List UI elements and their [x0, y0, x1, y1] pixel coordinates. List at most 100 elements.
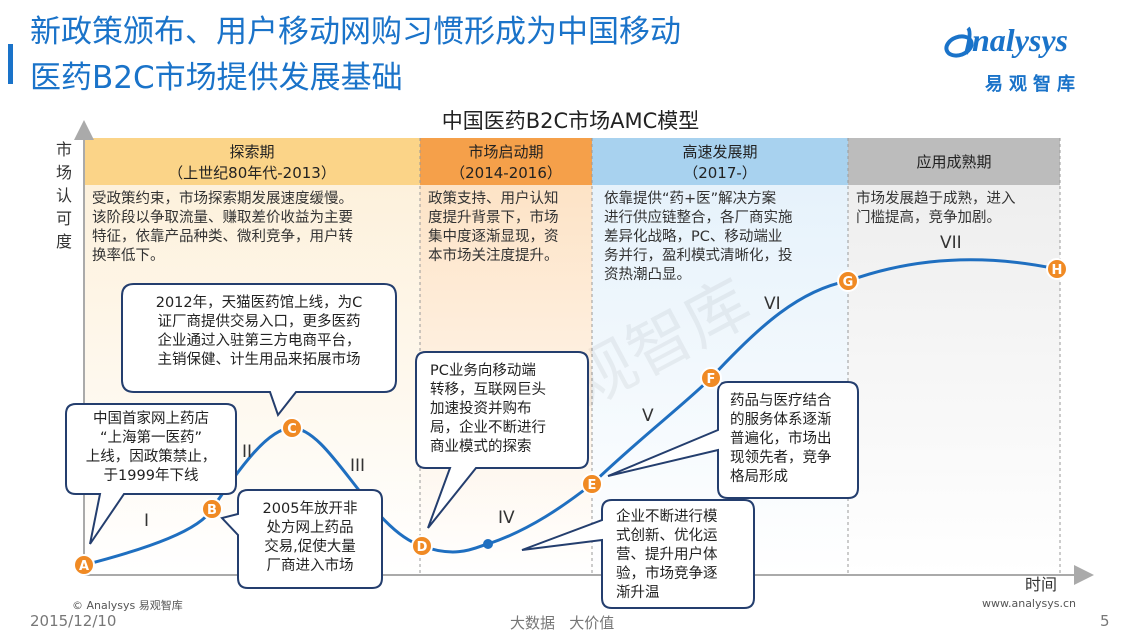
point-g-label: G: [843, 275, 854, 290]
logo-wordmark: nalysys: [972, 22, 1068, 58]
point-e-marker: [581, 473, 603, 495]
phase-header-mature: 应用成熟期: [848, 138, 1060, 185]
footer-website: www.analysys.cn: [982, 597, 1076, 610]
callout-line: 渐升温: [616, 585, 660, 601]
phase-header-bg-1: [420, 138, 592, 185]
y-axis-label: 市场认可度: [55, 140, 72, 251]
analysys-logo-icon: [944, 26, 974, 58]
point-d-marker: [411, 535, 433, 557]
point-b-marker: [201, 498, 223, 520]
curve-trough-marker: [483, 539, 493, 549]
point-d-label: D: [417, 540, 428, 555]
stage-numeral-2: II: [242, 442, 253, 462]
desc-line: 受政策约束，市场探索期发展速度缓慢。: [92, 191, 353, 207]
callout-line: 交易,促使大量: [264, 539, 356, 555]
callout-line: 药品与医疗结合: [730, 393, 832, 409]
callout-shanghai: 中国首家网上药店 “上海第一医药” 上线，因政策禁止， 于1999年下线: [68, 410, 234, 486]
callout-line: 营、提升用户体: [616, 547, 718, 563]
point-h-label: H: [1052, 263, 1063, 278]
stage-numeral-6: VI: [764, 294, 781, 314]
phase-name: 应用成熟期: [916, 153, 992, 171]
callout-line: 主销保健、计生用品来拓展市场: [157, 352, 361, 368]
desc-line: 特征，依靠产品种类、微利竞争，用户转: [92, 229, 353, 245]
phase-period: （2017-）: [683, 164, 757, 182]
desc-line: 度提升背景下，市场: [428, 210, 559, 226]
phase-header-growth: 高速发展期 （2017-）: [592, 138, 848, 185]
callout-bubble-integration: [607, 381, 859, 499]
callout-line: 式创新、优化运: [616, 528, 718, 544]
point-c-marker: [281, 417, 303, 439]
curve-points: [73, 258, 1068, 576]
phase-desc-growth: 依靠提供“药+医”解决方案 进行供应链整合，各厂商实施 差异化战略，PC、移动端…: [604, 190, 846, 285]
phase-header-exploration: 探索期 （上世纪80年代-2013）: [84, 138, 420, 185]
callout-line: 格局形成: [730, 469, 788, 485]
point-e-label: E: [588, 478, 597, 493]
callout-2005: 2005年放开非 处方网上药品 交易,促使大量 厂商进入市场: [240, 500, 380, 576]
title-accent-bar: [8, 44, 13, 84]
phase-desc-startup: 政策支持、用户认知 度提升背景下，市场 集中度逐渐显现，资 本市场关注度提升。: [428, 190, 590, 266]
callout-line: 现领先者，竞争: [730, 450, 832, 466]
point-a-marker: [73, 554, 95, 576]
desc-line: 集中度逐渐显现，资: [428, 229, 559, 245]
logo-chinese-name: 易观智库: [985, 74, 1081, 95]
callout-line: 局，企业不断进行: [430, 420, 546, 436]
callout-bubble-tianmao: [121, 283, 397, 418]
slide-title-line-1: 新政策颁布、用户移动网购习惯形成为中国移动: [30, 14, 681, 50]
desc-line: 市场发展趋于成熟，进入: [856, 191, 1016, 207]
point-f-label: F: [707, 372, 716, 387]
footer-slogan: 大数据 大价值: [510, 614, 615, 632]
phase-header-startup: 市场启动期 （2014-2016）: [420, 138, 592, 185]
footer-copyright: © Analysys 易观智库: [72, 599, 183, 612]
stage-numeral-7: VII: [940, 233, 962, 253]
stage-numeral-5: V: [642, 406, 654, 426]
phase-header-bg-0: [84, 138, 420, 185]
footer-date: 2015/12/10: [30, 612, 117, 630]
callout-line: 的服务体系逐渐: [730, 412, 832, 428]
callout-line: 处方网上药品: [266, 520, 354, 536]
diagram-title: 中国医药B2C市场AMC模型: [441, 109, 700, 133]
x-axis-label: 时间: [1025, 575, 1058, 594]
callout-line: 厂商进入市场: [266, 558, 354, 574]
phase-period: （上世纪80年代-2013）: [168, 164, 336, 182]
desc-line: 依靠提供“药+医”解决方案: [604, 191, 777, 207]
point-a-label: A: [79, 559, 89, 574]
callout-bubble-pc-mobile: [415, 351, 589, 529]
callout-line: 转移，互联网巨头: [430, 382, 546, 398]
callout-integration: 药品与医疗结合 的服务体系逐渐 普遍化，市场出 现领先者，竞争 格局形成: [720, 392, 856, 487]
stage-numeral-3: III: [350, 456, 366, 476]
callout-line: 于1999年下线: [103, 468, 199, 484]
callout-line: 企业不断进行模: [616, 509, 718, 525]
callout-line: 证厂商提供交易入口，更多医药: [157, 314, 361, 330]
stage-numeral-4: IV: [498, 508, 515, 528]
callout-line: 2012年，天猫医药馆上线，为C: [155, 295, 363, 311]
point-g-marker: [837, 270, 859, 292]
callout-line: 中国首家网上药店: [93, 411, 209, 427]
callout-line: PC业务向移动端: [430, 363, 536, 379]
desc-line: 门槛提高，竞争加剧。: [856, 210, 1001, 226]
phase-desc-mature: 市场发展趋于成熟，进入 门槛提高，竞争加剧。: [856, 190, 1058, 228]
callout-line: “上海第一医药”: [99, 430, 203, 446]
amc-curve: [83, 258, 1058, 567]
callout-line: 企业通过入驻第三方电商平台，: [157, 333, 361, 349]
desc-line: 换率低下。: [92, 248, 165, 264]
desc-line: 本市场关注度提升。: [428, 248, 559, 264]
slide-title-line-2: 医药B2C市场提供发展基础: [30, 60, 403, 96]
callout-line: 验，市场竞争逐: [616, 566, 718, 582]
callout-line: 加速投资并购布: [430, 401, 532, 417]
point-f-marker: [700, 367, 722, 389]
callout-line: 普遍化，市场出: [730, 431, 832, 447]
stage-numeral-1: I: [144, 511, 150, 531]
phase-name: 市场启动期: [468, 143, 544, 161]
point-h-marker: [1046, 258, 1068, 280]
page-number: 5: [1100, 612, 1110, 630]
callout-tianmao: 2012年，天猫医药馆上线，为C 证厂商提供交易入口，更多医药 企业通过入驻第三…: [124, 294, 394, 370]
phase-period: （2014-2016）: [450, 164, 562, 182]
callout-bubble-innovation: [521, 499, 755, 609]
phase-header-bg-3: [848, 138, 1060, 185]
point-b-label: B: [207, 503, 217, 518]
callout-bubble-shanghai: [65, 403, 237, 545]
phase-bg-mature: [848, 185, 1060, 575]
desc-line: 差异化战略，PC、移动端业: [604, 229, 783, 245]
desc-line: 政策支持、用户认知: [428, 191, 559, 207]
